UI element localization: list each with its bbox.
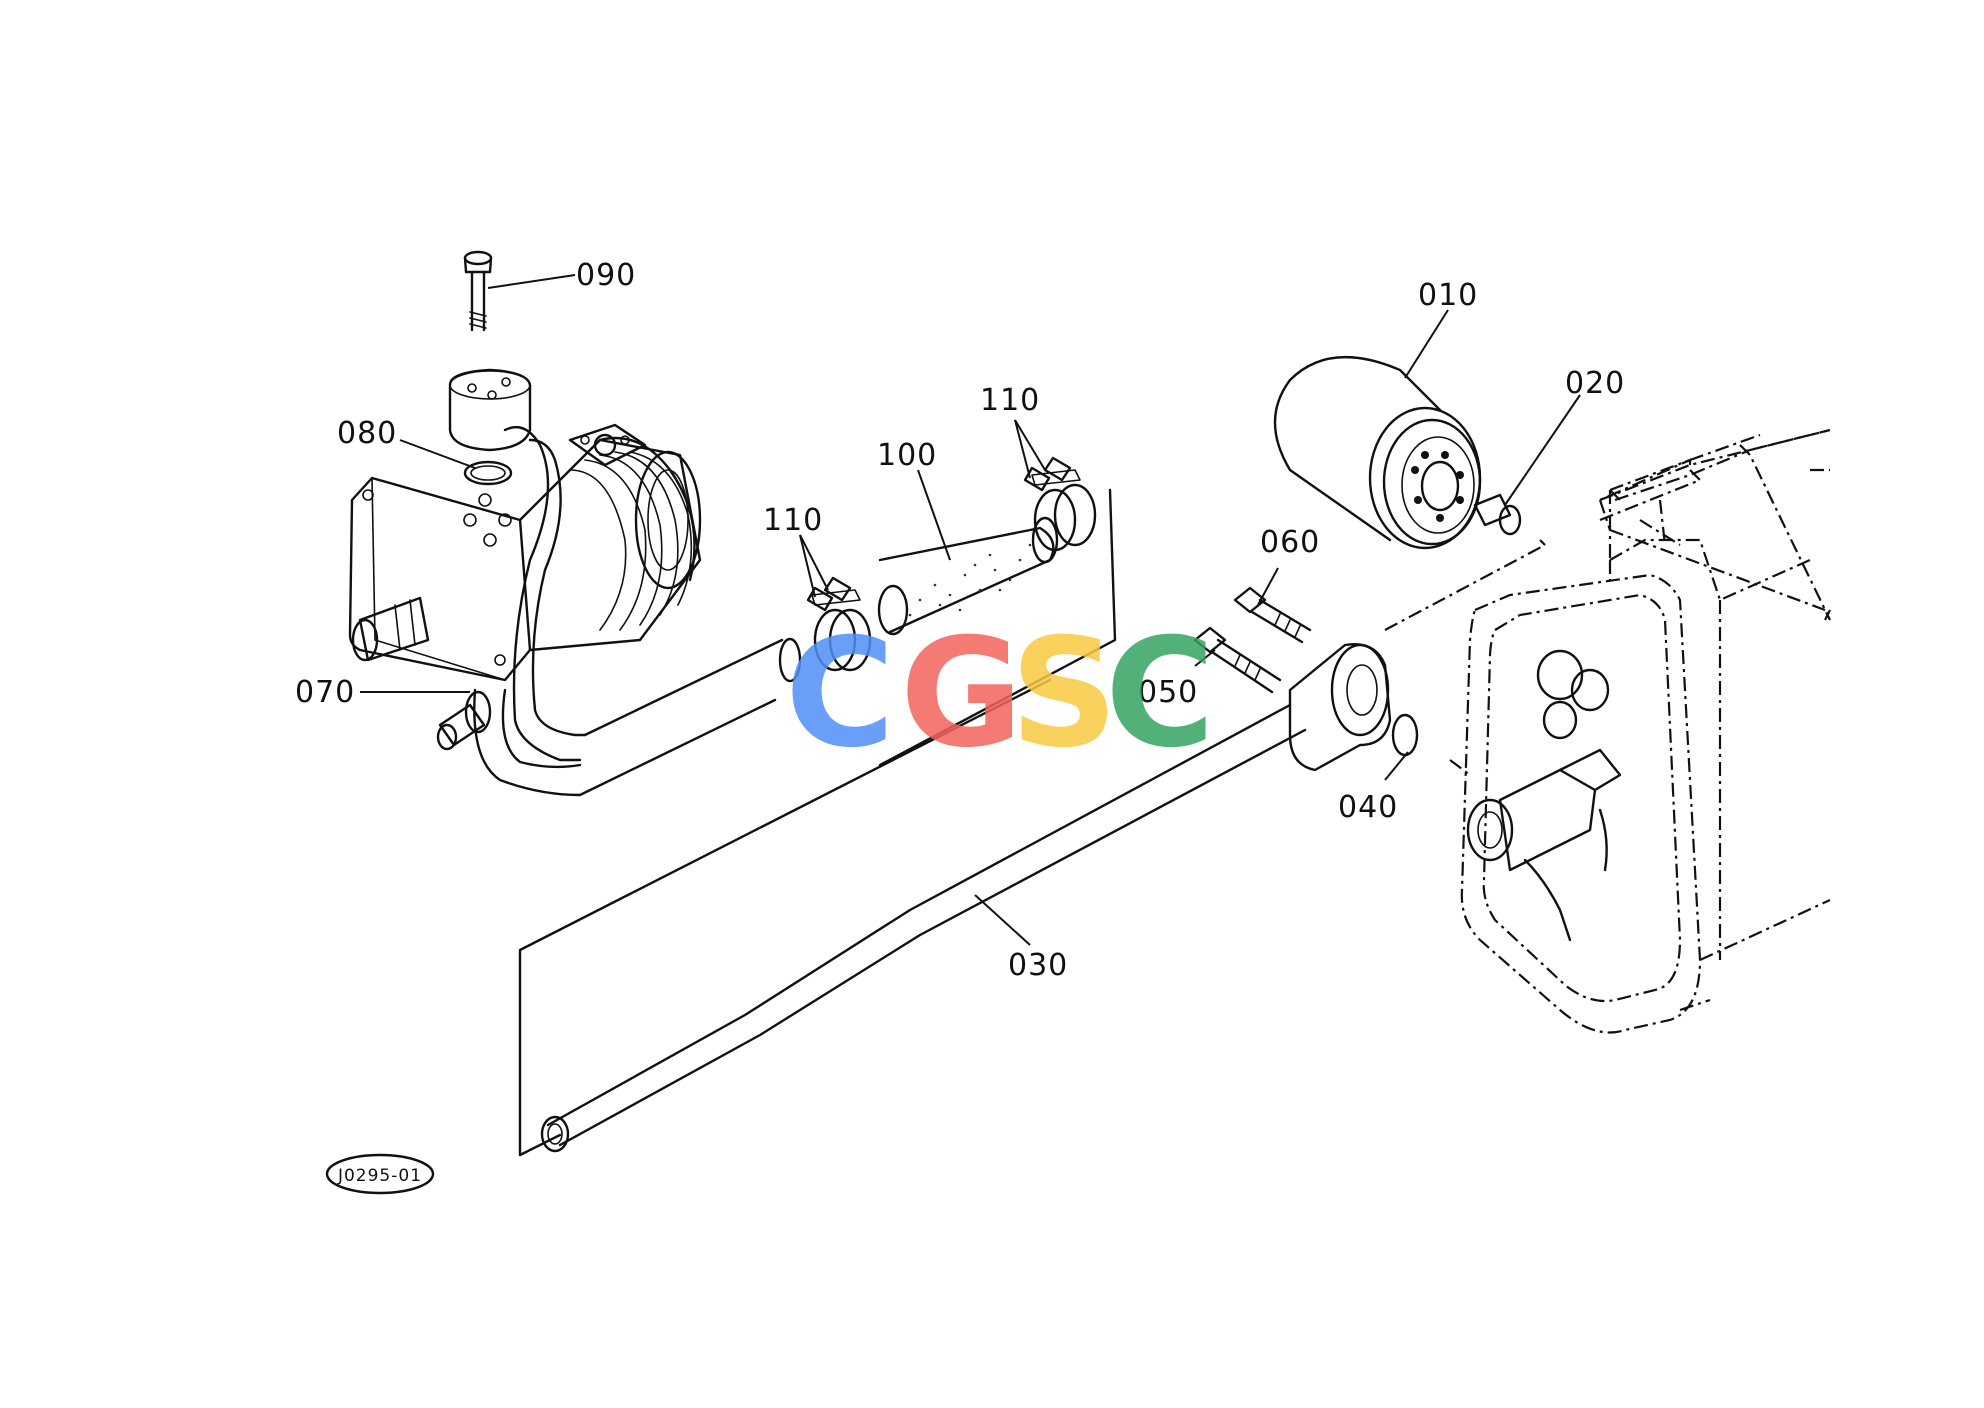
label-080: 080	[337, 416, 397, 451]
label-090: 090	[576, 258, 636, 293]
watermark: C G S C	[785, 607, 1215, 781]
filter-010	[1273, 355, 1482, 550]
leader-lines	[360, 274, 1581, 946]
label-110-right: 110	[980, 383, 1040, 418]
bolt-050	[1193, 626, 1282, 694]
watermark-letter-4: C	[1105, 607, 1215, 781]
pipe-block-030	[1288, 643, 1419, 772]
label-010: 010	[1418, 278, 1478, 313]
clamp-110-left	[806, 576, 872, 672]
label-110-left: 110	[763, 503, 823, 538]
transmission-case	[1384, 428, 1831, 1034]
label-100: 100	[877, 438, 937, 473]
label-040: 040	[1338, 790, 1398, 825]
label-020: 020	[1565, 366, 1625, 401]
watermark-letter-3: S	[1010, 607, 1118, 781]
reference-code: J0295-01	[337, 1166, 422, 1186]
part-number-labels: 090 080 070 100 110 110 010 020 060 050 …	[295, 258, 1625, 983]
clamp-110-right	[1023, 456, 1097, 552]
label-070: 070	[295, 675, 355, 710]
hose-100	[877, 516, 1059, 636]
fitting-070	[436, 690, 492, 751]
nipple-020	[1473, 493, 1522, 536]
label-060: 060	[1260, 525, 1320, 560]
watermark-letter-2: G	[900, 607, 1023, 781]
pipe-plane-outline	[518, 488, 1117, 1157]
pipe-block-080	[448, 368, 532, 486]
reference-code-badge: J0295-01	[325, 1153, 435, 1195]
pump-pipe	[473, 425, 802, 797]
pipe-030	[540, 703, 1307, 1153]
bolt-090	[463, 250, 493, 332]
bolt-060	[1233, 586, 1312, 644]
hydraulic-pump	[348, 423, 702, 682]
watermark-letter-1: C	[785, 607, 895, 781]
label-030: 030	[1008, 948, 1068, 983]
label-050: 050	[1138, 675, 1198, 710]
